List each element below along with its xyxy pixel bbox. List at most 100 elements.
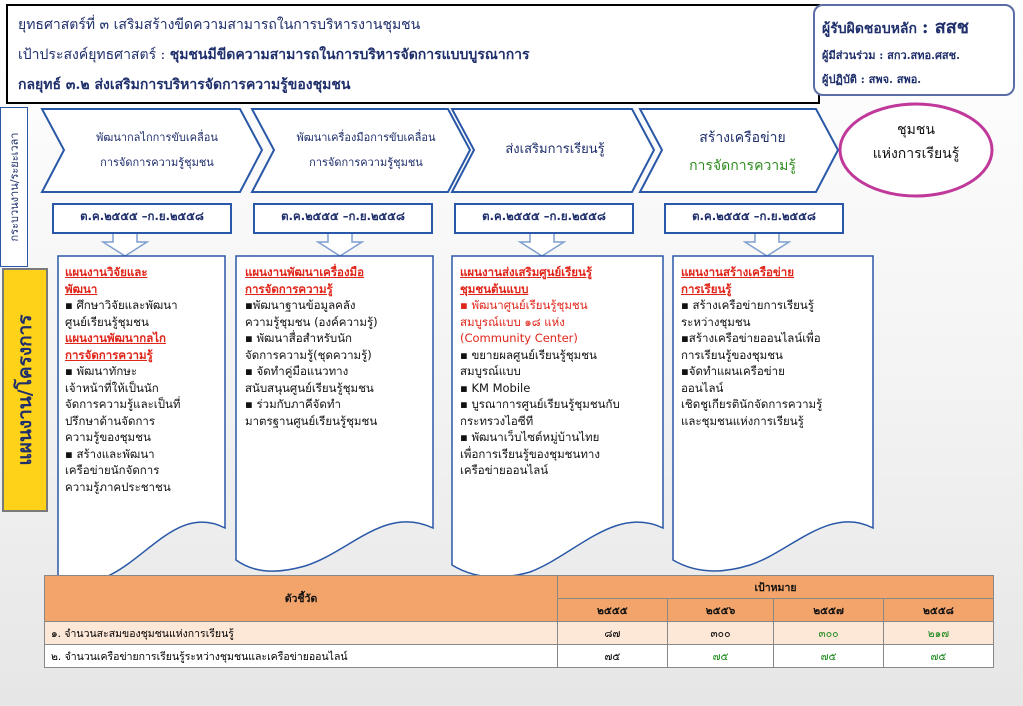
chevron-4-line2: การจัดการความรู้	[689, 158, 796, 174]
plan-item-line: เครือข่ายนักจัดการ	[65, 463, 160, 477]
chevron-1	[40, 108, 264, 193]
plan-item-line: สนับสนุนศูนย์เรียนรู้ชุมชน	[245, 380, 374, 395]
plan-text-1: แผนงานวิจัยและพัฒนา▪ ศึกษาวิจัยและพัฒนาศ…	[65, 264, 180, 495]
row-value: ๓๐๐	[666, 621, 775, 645]
strategy-tactic: กลยุทธ์ ๓.๒ ส่งเสริมการบริหารจัดการความร…	[18, 77, 351, 93]
plan-item-line: ▪ พัฒนาสื่อสำหรับนัก	[245, 331, 353, 345]
row-value: ๗๕	[882, 644, 995, 668]
plan-item-line: เชิดชูเกียรตินักจัดการความรู้	[681, 397, 823, 411]
strategy-goal-text: ชุมชนมีขีดความสามารถในการบริหารจัดการแบบ…	[169, 47, 530, 63]
strategy-header: ยุทธศาสตร์ที่ ๓ เสริมสร้างขีดความสามารถใ…	[6, 4, 820, 104]
year-header: ๒๕๕๖	[666, 598, 775, 622]
target-header: เป้าหมาย	[557, 575, 994, 599]
plan-item-line: กระทรวงไอซีที	[460, 413, 534, 428]
row-value: ๓๐๐	[773, 621, 884, 645]
chevron-1-line1: พัฒนากลไกการขับเคลื่อน	[96, 131, 218, 144]
plan-item-line: ความรู้ภาคประชาชน	[65, 479, 171, 494]
indicator-header: ตัวชี้วัด	[44, 575, 558, 622]
chevron-3-line1: ส่งเสริมการเรียนรู้	[505, 142, 605, 157]
chevron-3	[450, 108, 656, 193]
plan-item-line: ความรู้ของชุมชน	[65, 430, 151, 444]
goal-text: ชุมชน แห่งการเรียนรู้	[846, 118, 986, 166]
plan-item-line: การเรียนรู้ของชุมชน	[681, 347, 783, 362]
plan-box-3	[451, 255, 664, 578]
plan-item-line: เพื่อการเรียนรู้ของชุมชนทาง	[460, 446, 600, 461]
down-arrow-1	[100, 230, 150, 257]
chevron-2-text: พัฒนาเครื่องมือการขับเคลื่อน การจัดการคว…	[270, 125, 462, 175]
down-arrow-2	[315, 230, 365, 257]
responsible-participant: ผู้มีส่วนร่วม : สกว.สทอ.ศสช.	[822, 49, 960, 62]
plan-heading-line: แผนงานวิจัยและ	[65, 265, 148, 279]
strategy-goal-prefix: เป้าประสงค์ยุทธศาสตร์ :	[18, 47, 170, 63]
plan-heading-line: การจัดการความรู้	[245, 281, 333, 296]
plan-item-line: ▪ บูรณาการศูนย์เรียนรู้ชุมชนกับ	[460, 397, 620, 411]
down-arrow-3	[517, 230, 567, 257]
plan-item-line: (Community Center)	[460, 331, 578, 345]
plan-item-line: สมบูรณ์แบบ	[460, 364, 521, 378]
row-value: ๒๑๗	[882, 621, 995, 645]
row-value: ๗๕	[666, 644, 775, 668]
chevron-2-line2: การจัดการความรู้ชุมชน	[309, 156, 423, 169]
plan-item-line: ออนไลน์	[681, 380, 724, 395]
date-box-2: ต.ค.๒๕๕๕ –ก.ย.๒๕๕๘	[253, 203, 433, 234]
plan-heading-line: แผนงานสร้างเครือข่าย	[681, 265, 794, 279]
chevron-4-line1: สร้างเครือข่าย	[699, 130, 786, 146]
chevron-3-text: ส่งเสริมการเรียนรู้	[470, 137, 640, 162]
plan-item-line: ▪ พัฒนาทักษะ	[65, 364, 138, 378]
responsible-main-label: ผู้รับผิดชอบหลัก	[822, 21, 917, 37]
strategy-title: ยุทธศาสตร์ที่ ๓ เสริมสร้างขีดความสามารถใ…	[18, 17, 421, 33]
plan-item-line: ▪ สร้างและพัฒนา	[65, 446, 155, 461]
responsible-main: ผู้รับผิดชอบหลัก : สสช	[822, 12, 969, 41]
plan-item-line: ▪ ศึกษาวิจัยและพัฒนา	[65, 298, 178, 312]
plan-item-line: ระหว่างชุมชน	[681, 314, 751, 329]
responsible-operator: ผู้ปฏิบัติ : สพจ. สพอ.	[822, 73, 922, 86]
plan-item-line: มาตรฐานศูนย์เรียนรู้ชุมชน	[245, 413, 378, 428]
chevron-2-line1: พัฒนาเครื่องมือการขับเคลื่อน	[296, 131, 436, 144]
plan-text-3: แผนงานส่งเสริมศูนย์เรียนรู้ชุมชนต้นแบบ▪ …	[460, 264, 620, 479]
plan-heading-line: การเรียนรู้	[681, 281, 732, 296]
plan-item-line: ▪จัดทำแผนเครือข่าย	[681, 364, 785, 378]
plan-item-line: เจ้าหน้าที่ให้เป็นนัก	[65, 380, 159, 395]
down-arrow-4	[742, 230, 792, 257]
plan-item-line: ▪พัฒนาฐานข้อมูลคลัง	[245, 298, 356, 312]
goal-line1: ชุมชน	[897, 122, 935, 138]
plan-text-2: แผนงานพัฒนาเครื่องมือการจัดการความรู้ ▪พั…	[245, 264, 378, 429]
row-value: ๘๗	[557, 621, 668, 645]
plan-item-line: ▪ สร้างเครือข่ายการเรียนรู้	[681, 298, 814, 312]
plan-item-line: และชุมชนแห่งการเรียนรู้	[681, 413, 804, 428]
plan-text-4: แผนงานสร้างเครือข่ายการเรียนรู้ ▪ สร้างเค…	[681, 264, 822, 429]
chevron-2	[250, 108, 472, 193]
goal-line2: แห่งการเรียนรู้	[872, 146, 960, 162]
projects-side-label: แผนงาน/โครงการ	[2, 268, 48, 512]
plan-item-line: จัดการความรู้(ชุดความรู้)	[245, 347, 372, 362]
plan-heading-line: แผนงานพัฒนาเครื่องมือ	[245, 265, 365, 279]
plan-heading-line: แผนงานพัฒนากลไก	[65, 331, 166, 345]
indicator-table: ตัวชี้วัด เป้าหมาย ๒๕๕๕ ๒๕๕๖ ๒๕๕๗ ๒๕๕๘ ๑…	[44, 575, 995, 668]
year-header: ๒๕๕๘	[882, 598, 995, 622]
table-row: ๒. จำนวนเครือข่ายการเรียนรู้ระหว่างชุมชน…	[44, 644, 995, 668]
date-box-4: ต.ค.๒๕๕๕ –ก.ย.๒๕๕๘	[664, 203, 844, 234]
responsible-main-value: : สสช	[921, 17, 969, 38]
plan-item-line: ศูนย์เรียนรู้ชุมชน	[65, 314, 149, 329]
row-label: ๑. จำนวนสะสมของชุมชนแห่งการเรียนรู้	[44, 621, 558, 645]
plan-item-line: ▪สร้างเครือข่ายออนไลน์เพื่อ	[681, 331, 821, 345]
chevron-4-text: สร้างเครือข่าย การจัดการความรู้	[660, 124, 825, 180]
plan-item-line: ▪ พัฒนาศูนย์เรียนรู้ชุมชน	[460, 298, 588, 312]
plan-item-line: ปรึกษาด้านจัดการ	[65, 413, 156, 428]
year-header: ๒๕๕๗	[773, 598, 884, 622]
year-header: ๒๕๕๕	[557, 598, 668, 622]
plan-heading-line: การจัดการความรู้	[65, 347, 153, 362]
date-box-1: ต.ค.๒๕๕๕ –ก.ย.๒๕๕๘	[52, 203, 232, 234]
chevron-1-text: พัฒนากลไกการขับเคลื่อน การจัดการความรู้ช…	[62, 125, 252, 175]
plan-box-4	[672, 255, 874, 572]
responsible-box: ผู้รับผิดชอบหลัก : สสช ผู้มีส่วนร่วม : ส…	[813, 4, 1015, 96]
plan-box-2	[235, 255, 434, 572]
timeline-side-label: กระบวนงาน/ระยะเวลา	[0, 107, 28, 267]
row-value: ๗๕	[773, 644, 884, 668]
plan-item-line: ▪ KM Mobile	[460, 380, 531, 395]
chevron-4	[638, 108, 840, 193]
plan-item-line: เครือข่ายออนไลน์	[460, 463, 549, 477]
plan-item-line: สมบูรณ์แบบ ๑๘ แห่ง	[460, 314, 565, 329]
plan-item-line: จัดการความรู้และเป็นที่	[65, 397, 181, 411]
